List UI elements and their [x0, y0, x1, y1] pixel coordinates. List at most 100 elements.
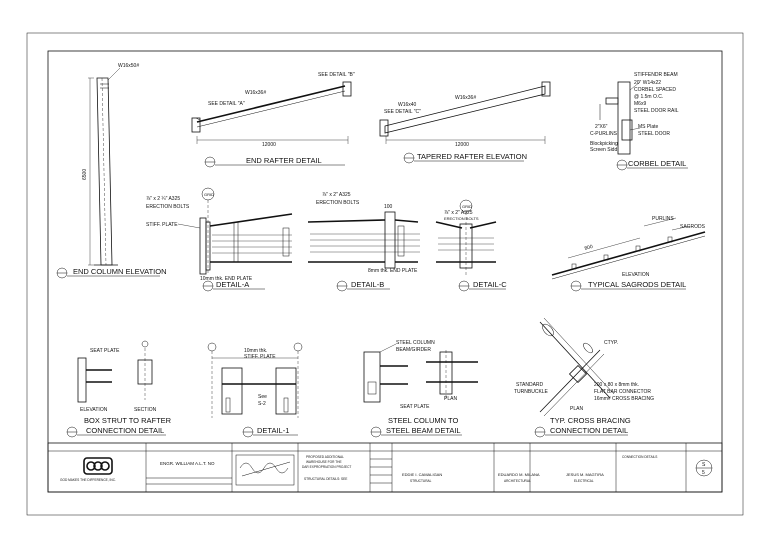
- cross-bracing-title1: TYP. CROSS BRACING: [550, 416, 631, 425]
- detail-a-bolts: ⅞" x 2 ¼" A325: [146, 196, 180, 202]
- steel-column-title1: STEEL COLUMN TO: [388, 416, 458, 425]
- end-column-title: END COLUMN ELEVATION: [73, 267, 167, 276]
- corbel-column: [617, 81, 631, 155]
- bracing-label: 16mm# CROSS BRACING: [594, 396, 654, 402]
- bracing-plan-label: PLAN: [570, 406, 583, 412]
- column-height-label: 6500: [82, 169, 88, 180]
- project-line: DAR EXPROPRIATION PROJECT: [302, 465, 351, 469]
- seat-plate-label: SEAT PLATE: [90, 348, 120, 354]
- detail-a-plate: 10mm thk. END PLATE: [200, 276, 253, 282]
- typical-sagrods-detail: 800 PURLINS SAGRODS ELEVATION TYPICAL SA…: [551, 216, 706, 292]
- detail-b-bolts2: ERECTION BOLTS: [316, 200, 360, 206]
- grid-bubble-c: GRID: [462, 204, 472, 209]
- box-strut-elevation: ELEVATION: [80, 407, 108, 413]
- tapered-member2-label: W16x40: [398, 102, 417, 108]
- detail-1: 10mm thk. STIFF. PLATE See S-2 DETAIL-1: [207, 342, 303, 438]
- signatory-role: STRUCTURAL: [410, 479, 432, 483]
- sagrods-title: TYPICAL SAGRODS DETAIL: [588, 280, 686, 289]
- detail-a-title: DETAIL-A: [216, 280, 249, 289]
- corbel-note: M6x9: [634, 101, 646, 107]
- corbel-note: 20" W14x22: [634, 80, 661, 86]
- detail-1-stiff: STIFF. PLATE: [244, 354, 276, 360]
- end-rafter-title: END RAFTER DETAIL: [246, 156, 322, 165]
- detail-1-see2: S-2: [258, 401, 266, 407]
- corbel-note: MS Plate: [638, 124, 659, 130]
- corbel-note: @ 1.5m O.C.: [634, 94, 663, 100]
- detail-b-dim: 100: [384, 204, 393, 210]
- company-logo: [83, 457, 113, 475]
- tapered-rafter-title: TAPERED RAFTER ELEVATION: [417, 152, 527, 161]
- steel-column-detail: STEEL COLUMN BEAM/GIRDER SEAT PLATE PLAN…: [363, 340, 478, 438]
- title-block: GOD MAKES THE DIFFERENCE, INC. ENGR. WIL…: [47, 442, 723, 493]
- seat-plate-label-2: SEAT PLATE: [400, 404, 430, 410]
- ctyp-label: CTYP.: [604, 340, 618, 346]
- end-column-elevation: 6500 W16x50# END COLUMN ELEVATION: [56, 63, 167, 279]
- connector-label: FLAT BAR CONNECTOR: [594, 389, 651, 395]
- tapered-ref-c: SEE DETAIL "C": [384, 109, 421, 115]
- corbel-note: CORBEL SPACED: [634, 87, 676, 93]
- sagrods-label: SAGRODS: [680, 224, 706, 230]
- corbel-note: STEEL DOOR RAIL: [634, 108, 679, 114]
- beam-girder-label: BEAM/GIRDER: [396, 347, 431, 353]
- sheet-number: S: [702, 462, 706, 468]
- corbel-note: 2"X6": [595, 124, 608, 130]
- detail-c-bolts2: ERECTION BOLTS: [444, 216, 479, 221]
- column-member-label: W16x50#: [118, 63, 139, 69]
- project-line: WAREHOUSE FOR THE: [306, 460, 342, 464]
- detail-1-see: See: [258, 394, 267, 400]
- steel-column-title2: STEEL BEAM DETAIL: [386, 426, 461, 435]
- detail-c-title: DETAIL-C: [473, 280, 507, 289]
- steel-column-plan: PLAN: [444, 396, 457, 402]
- signatory-name: EDUARDO M. MILANA: [498, 472, 540, 477]
- cross-bracing-detail: CTYP. STANDARD TURNBUCKLE 200 x 80 x 8mm…: [514, 317, 654, 438]
- box-strut-title1: BOX STRUT TO RAFTER: [84, 416, 172, 425]
- standard-label: STANDARD: [516, 382, 544, 388]
- turnbuckle-label: TURNBUCKLE: [514, 389, 549, 395]
- signatory-name: EDDIE I. CAMALIGAN: [402, 472, 442, 477]
- detail-b-plate: 8mm thk. END PLATE: [368, 268, 418, 274]
- corbel-note: Screen Sidd: [590, 147, 617, 153]
- detail-b: ⅞" x 2" A325 ERECTION BOLTS 100 8mm thk.…: [307, 192, 420, 292]
- detail-b-bolts: ⅞" x 2" A325: [322, 192, 351, 198]
- sheet-content: STRUCTURAL DETAILS: SEE: [304, 477, 347, 481]
- corbel-note: C-PURLINS: [590, 131, 618, 137]
- outer-page-border: [26, 32, 744, 516]
- box-strut-detail: SEAT PLATE ELEVATION SECTION BOX STRUT T…: [66, 340, 172, 438]
- detail-1-plate: 10mm thk.: [244, 348, 267, 354]
- detail-c: GRID ⅞" x 2" A325 ERECTION BOLTS DETAIL-…: [435, 199, 507, 292]
- corbel-title: CORBEL DETAIL: [628, 159, 686, 168]
- grid-bubble-a: GRID: [204, 192, 214, 197]
- engineer-name: ENGR. WILLIAM A.L.T. NO: [160, 461, 215, 466]
- signatory-role: ARCHITECTURAL: [504, 479, 531, 483]
- rafter-ref-a: SEE DETAIL "A": [208, 101, 245, 107]
- tapered-span-label: 12000: [455, 142, 469, 148]
- rafter-member: [196, 85, 346, 123]
- sheet-total: 5: [702, 470, 705, 476]
- detail-a-bolts2: ERECTION BOLTS: [146, 204, 190, 210]
- detail-a-stiff: STIFF. PLATE: [146, 222, 178, 228]
- detail-1-title: DETAIL-1: [257, 426, 289, 435]
- end-column-member: [96, 77, 113, 266]
- box-strut-title2: CONNECTION DETAIL: [86, 426, 164, 435]
- detail-b-title: DETAIL-B: [351, 280, 384, 289]
- signatory-role: ELECTRICAL: [574, 479, 594, 483]
- rafter-member-label: W16x36#: [245, 90, 266, 96]
- signatory-name: JESUS M. MAGTIRA: [566, 472, 604, 477]
- corbel-detail: STIFFENDR BEAM 20" W14x22 CORBEL SPACED …: [590, 72, 688, 171]
- detail-a: GRID ⅞" x 2 ¼" A325 ERECTION BOLTS STIFF…: [146, 187, 293, 292]
- rafter-ref-b: SEE DETAIL "B": [318, 72, 355, 78]
- project-line: PROPOSED ADDITIONAL: [306, 455, 344, 459]
- box-strut-section: SECTION: [134, 407, 157, 413]
- corbel-note: STEEL DOOR: [638, 131, 670, 137]
- corbel-note: STIFFENDR BEAM: [634, 72, 678, 78]
- sagrod-spacing: 800: [584, 244, 594, 252]
- tapered-member-label: W16x36#: [455, 95, 476, 101]
- rafter-span-label: 12000: [262, 142, 276, 148]
- connector-size-label: 200 x 80 x 8mm thk.: [594, 382, 639, 388]
- company-name: GOD MAKES THE DIFFERENCE, INC.: [60, 478, 116, 482]
- purlins-label: PURLINS: [652, 216, 674, 222]
- tapered-rafter-member: [384, 85, 546, 134]
- roof-slope-line: [551, 231, 706, 276]
